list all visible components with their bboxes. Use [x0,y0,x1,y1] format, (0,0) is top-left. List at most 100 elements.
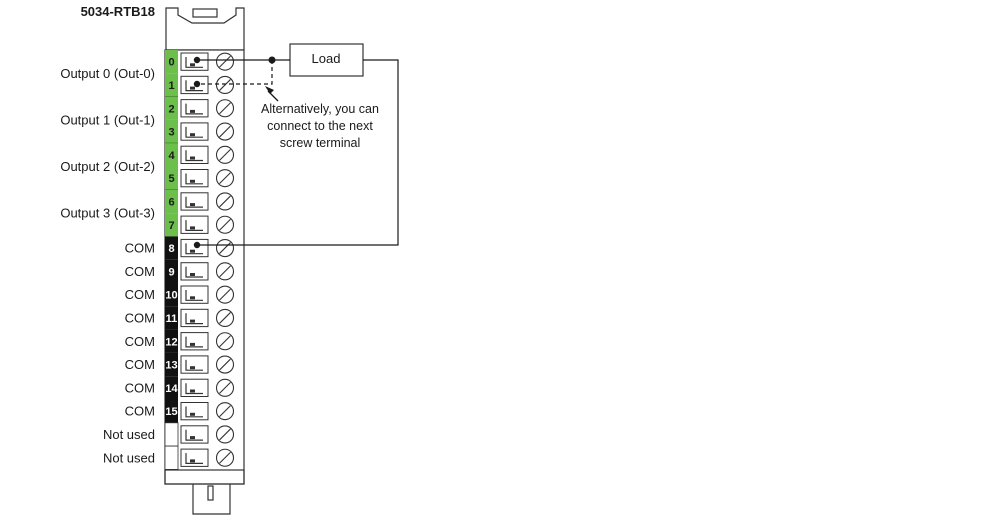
wire-clamp [180,378,209,398]
terminal-1-dot [193,80,201,88]
wire-clamp-tab [190,319,195,323]
wire-clamp-slot [185,313,203,325]
wire-clamp-tab [190,133,195,137]
terminal-color-strip [165,96,178,120]
screw-slot [219,218,231,231]
screw-slot [219,242,231,254]
screw-slot [219,312,231,324]
note-line: Alternatively, you can [261,102,379,116]
terminal-number: 4 [168,150,175,162]
screw-slot [219,195,231,208]
terminal-row: 8 [165,236,235,260]
terminal-number: 10 [165,290,177,302]
terminal-row: 15 [165,399,235,423]
wire-clamp-slot [185,103,203,115]
wire-clamp-slot [185,220,203,231]
wire-clamp-slot [185,126,203,138]
wire-clamp-slot [185,290,203,301]
wire-clamp [180,99,209,118]
wire-clamp [180,402,209,421]
wire-clamp-slot [185,173,203,185]
terminal-color-strip [165,259,178,283]
terminal-color-strip [165,166,178,190]
terminal-number: 14 [165,383,178,395]
terminal-number: 5 [168,173,174,185]
terminal-number: 0 [168,57,174,69]
connector-top-cap [165,7,245,51]
wire-clamp-slot [185,266,203,278]
terminal-number: 7 [168,220,174,232]
wire-clamp-tab [190,459,195,463]
wire-clamp-tab [190,436,195,440]
callout-arrow [265,86,279,102]
wire-clamp-tab [190,109,195,113]
terminal-label: COM [125,241,155,256]
terminal-row: 1 [165,73,235,98]
terminal-color-strip [164,445,179,470]
wire-clamp [180,215,209,234]
wire-alternative-dashed [197,60,273,85]
wire-clamp [180,145,209,164]
wire-clamp-tab [190,179,195,183]
terminal-color-strip [165,119,178,144]
terminal-row: 11 [165,306,235,330]
screw-slot [219,381,231,394]
terminal-label: COM [125,287,155,302]
terminal-label-column: Output 0 (Out-0)Output 1 (Out-1)Output 2… [60,66,155,465]
wire-clamp-tab [190,342,195,346]
terminal-color-strip [165,213,178,237]
wire-clamp-tab [190,389,195,393]
wire-clamp-tab [190,156,195,160]
terminal-color-strip [165,306,178,330]
terminal-color-strip [165,236,178,260]
terminal-row: 7 [165,213,235,237]
wire-clamp [180,425,209,444]
terminal-color-strip [165,50,178,74]
wire-clamp-tab [190,296,195,300]
terminal-number: 13 [165,360,177,372]
wire-clamp [180,332,209,351]
screw-slot [219,405,231,418]
screw-slot [219,55,231,68]
terminal-color-strip [165,329,178,353]
wire-clamp [180,308,209,328]
screw-slot [219,125,231,138]
wire-clamp-slot [185,80,203,92]
terminal-number: 8 [168,243,174,255]
screw-slot [219,79,231,91]
wire-clamp-slot [185,150,203,162]
terminal-label: Not used [103,427,155,442]
screw-slot [219,428,231,441]
terminal-0-dot [193,56,201,64]
wire-clamp [180,355,209,374]
terminal-number: 11 [166,313,178,325]
terminal-color-strip [165,73,178,97]
diagram-title: 5034-RTB18 [81,4,155,19]
junction-dot [268,56,276,64]
terminal-number: 6 [168,196,174,208]
terminal-label: COM [125,334,155,349]
screw-slot [219,265,231,278]
wire-clamp [180,122,209,141]
wire-clamp-tab [190,412,195,416]
terminal-color-strip [165,352,178,377]
terminal-label: Not used [103,450,155,465]
wire-clamp-tab [190,226,195,230]
terminal-label: Output 0 (Out-0) [60,66,155,81]
terminal-row [164,422,235,447]
terminal-label: COM [125,310,155,325]
terminal-row: 10 [165,283,235,307]
terminal-color-strip [164,422,179,447]
terminal-row: 3 [165,119,235,144]
screw-slot [219,288,231,301]
wire-clamp-slot [185,383,203,395]
terminal-color-strip [165,399,178,423]
wire-clamp-slot [185,359,203,371]
terminal-row: 12 [165,329,235,353]
terminal-color-strip [165,189,178,214]
terminal-color-strip [165,376,178,400]
terminal-color-strip [165,143,178,167]
note-line: connect to the next [267,119,373,133]
